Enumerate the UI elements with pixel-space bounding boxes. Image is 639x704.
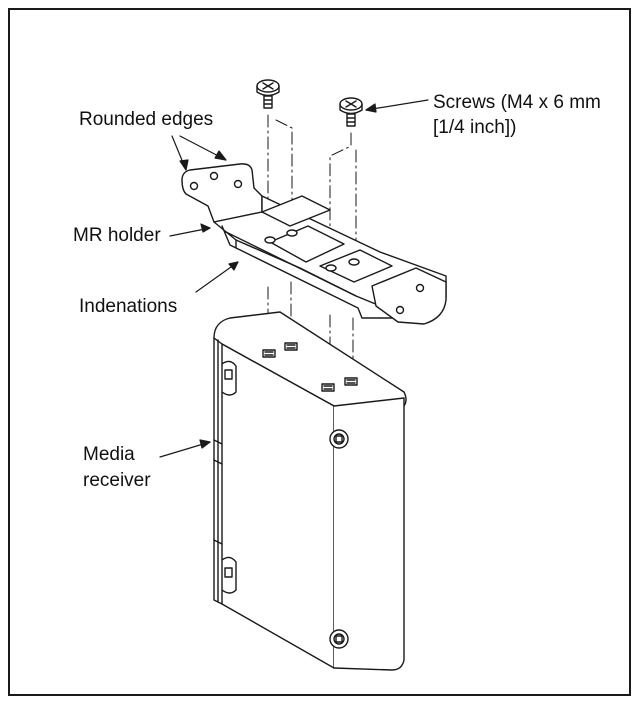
mr-holder-label: MR holder [73,225,161,246]
screws-label-line1: Screws (M4 x 6 mm [433,92,601,113]
leader-lines [159,99,429,458]
rounded-edges-label: Rounded edges [79,109,214,130]
media-receiver-label-line2: receiver [83,470,151,491]
diagram-frame [8,8,631,696]
screw-right [339,97,363,127]
media-receiver-label-line1: Media [83,444,135,465]
mr-holder-bracket [181,163,447,325]
screws-label-line2: [1/4 inch]) [433,117,517,138]
screw-left [256,79,280,109]
media-receiver-unit [213,311,407,671]
indentations-label: Indenations [79,296,178,317]
